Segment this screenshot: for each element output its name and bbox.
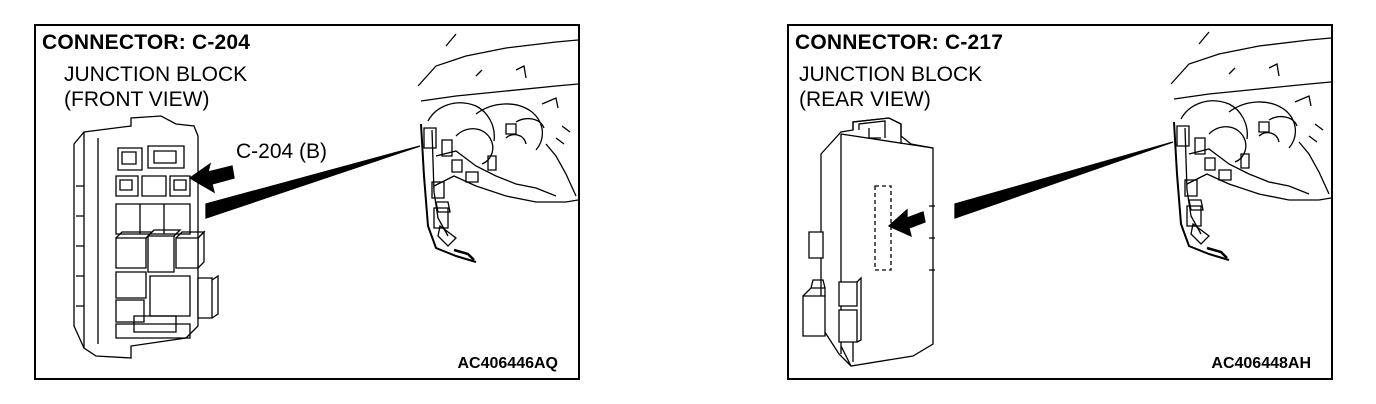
vehicle-dashboard-drawing (418, 34, 578, 262)
magnification-wedge (955, 142, 1173, 218)
component-subtitle: JUNCTION BLOCK (FRONT VIEW) (64, 62, 247, 112)
connector-title: CONNECTOR: C-217 (795, 31, 1004, 54)
junction-block-body (821, 118, 933, 366)
junction-block-front-view-drawing (36, 26, 578, 378)
connector-title: CONNECTOR: C-204 (42, 31, 251, 54)
subtitle-line-2: (REAR VIEW) (799, 88, 931, 111)
subtitle-line-1: JUNCTION BLOCK (64, 63, 248, 86)
vehicle-dashboard-drawing (1171, 32, 1331, 260)
figure-c-217: CONNECTOR: C-217 JUNCTION BLOCK (REAR VI… (787, 24, 1333, 380)
connector-callout-label: C-204 (B) (236, 140, 328, 163)
junction-block-body (74, 116, 198, 358)
junction-block-rear-view-drawing (789, 26, 1331, 378)
subtitle-line-1: JUNCTION BLOCK (799, 63, 983, 86)
connector-location-dashed (875, 186, 891, 270)
figure-code: AC406446AQ (457, 355, 559, 372)
figure-code: AC406448AH (1211, 355, 1311, 372)
magnification-wedge (206, 146, 420, 218)
subtitle-line-2: (FRONT VIEW) (64, 88, 210, 111)
figure-c-204: CONNECTOR: C-204 JUNCTION BLOCK (FRONT V… (34, 24, 580, 380)
pointer-arrow (190, 164, 234, 192)
pointer-arrow (889, 210, 925, 236)
component-subtitle: JUNCTION BLOCK (REAR VIEW) (799, 62, 982, 112)
